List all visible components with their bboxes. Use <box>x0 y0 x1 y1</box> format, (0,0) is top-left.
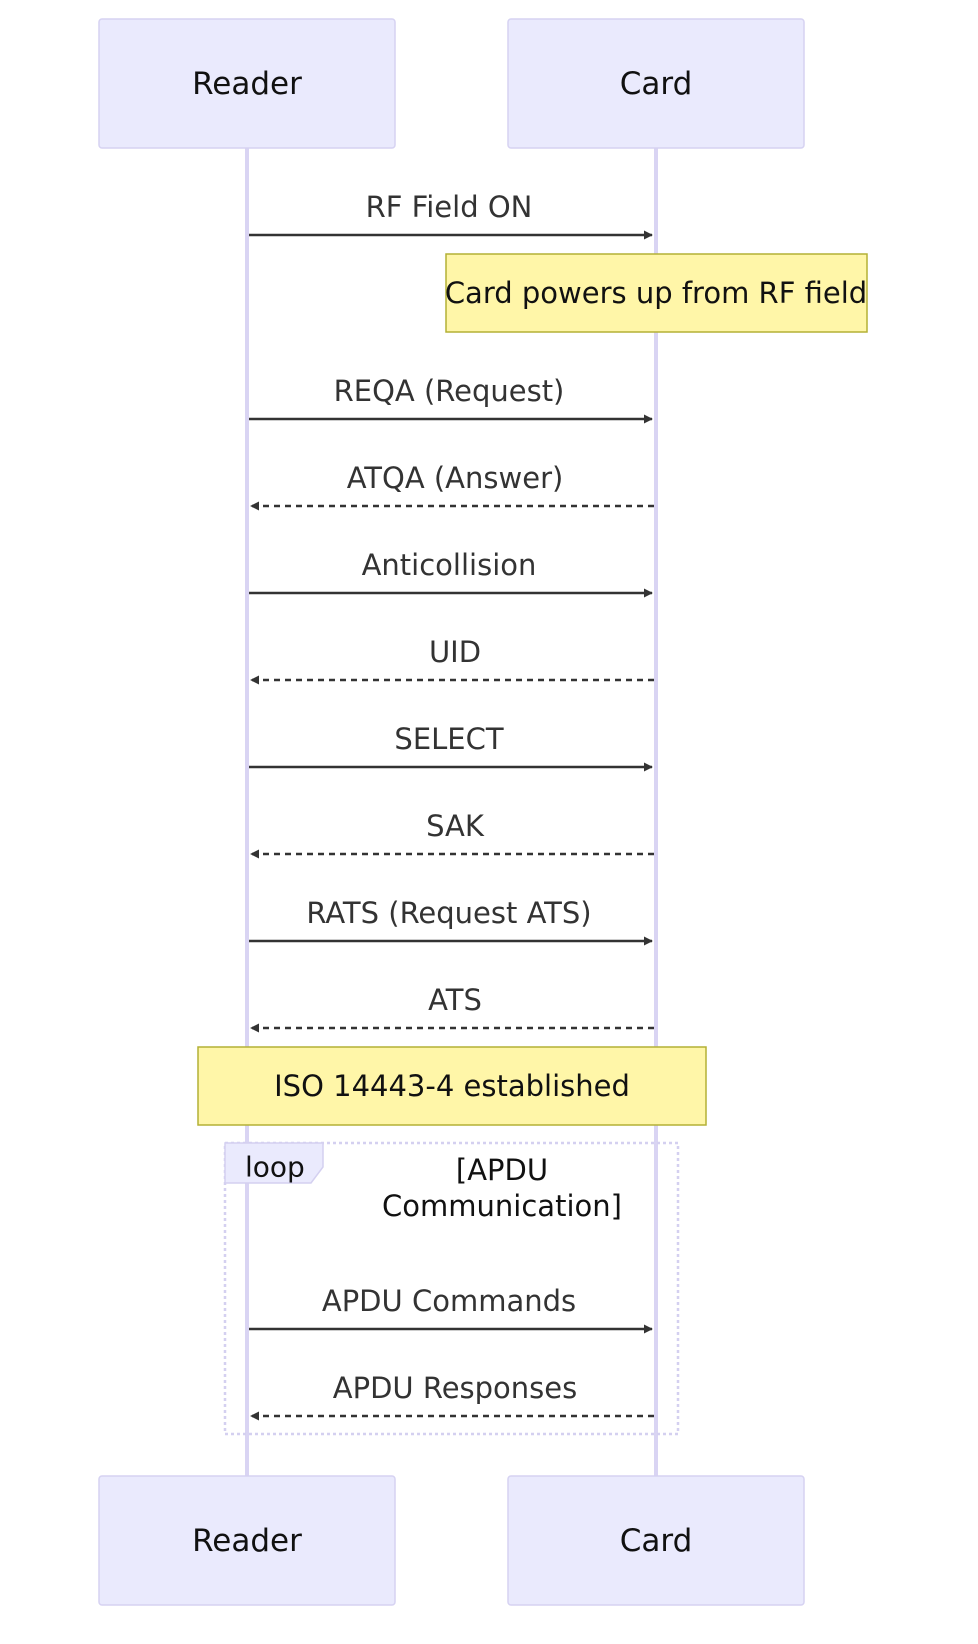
note-card-powers-up-text: Card powers up from RF field <box>445 276 867 310</box>
message-label: Anticollision <box>362 548 537 582</box>
message-label: APDU Responses <box>333 1371 578 1405</box>
message-label: ATQA (Answer) <box>347 461 564 495</box>
note-iso-established: ISO 14443-4 established <box>197 1046 707 1126</box>
message-rats: RATS (Request ATS) <box>249 896 653 946</box>
message-label: RATS (Request ATS) <box>306 896 591 930</box>
loop-frame: loop [APDU Communication] <box>223 1141 680 1436</box>
message-apdu-responses: APDU Responses <box>250 1371 654 1421</box>
message-label: RF Field ON <box>366 190 533 224</box>
actor-reader-bottom: Reader <box>98 1475 396 1606</box>
message-label: UID <box>429 635 481 669</box>
message-label: REQA (Request) <box>334 374 565 408</box>
actor-reader-top: Reader <box>98 18 396 149</box>
actor-reader-bottom-label: Reader <box>192 1523 302 1559</box>
message-uid: UID <box>250 635 654 685</box>
actor-reader-top-label: Reader <box>192 66 302 102</box>
message-reqa: REQA (Request) <box>249 374 653 424</box>
message-select: SELECT <box>249 722 653 772</box>
actor-card-top-label: Card <box>620 66 693 102</box>
actor-card-top: Card <box>507 18 805 149</box>
loop-tag-label: loop <box>245 1151 305 1184</box>
message-atqa: ATQA (Answer) <box>250 461 654 511</box>
note-card-powers-up: Card powers up from RF field <box>445 253 868 333</box>
message-anticollision: Anticollision <box>249 548 653 598</box>
actor-card-bottom: Card <box>507 1475 805 1606</box>
message-apdu-commands: APDU Commands <box>249 1284 653 1334</box>
message-rf-field-on: RF Field ON <box>249 190 653 240</box>
message-label: SELECT <box>394 722 503 756</box>
message-ats: ATS <box>250 983 654 1033</box>
loop-condition-line-2: Communication] <box>382 1189 622 1223</box>
loop-condition-line-1: [APDU <box>456 1153 548 1187</box>
message-sak: SAK <box>250 809 654 859</box>
actor-card-bottom-label: Card <box>620 1523 693 1559</box>
note-iso-established-text: ISO 14443-4 established <box>274 1069 630 1103</box>
message-label: APDU Commands <box>322 1284 576 1318</box>
message-label: ATS <box>428 983 482 1017</box>
message-label: SAK <box>426 809 485 843</box>
